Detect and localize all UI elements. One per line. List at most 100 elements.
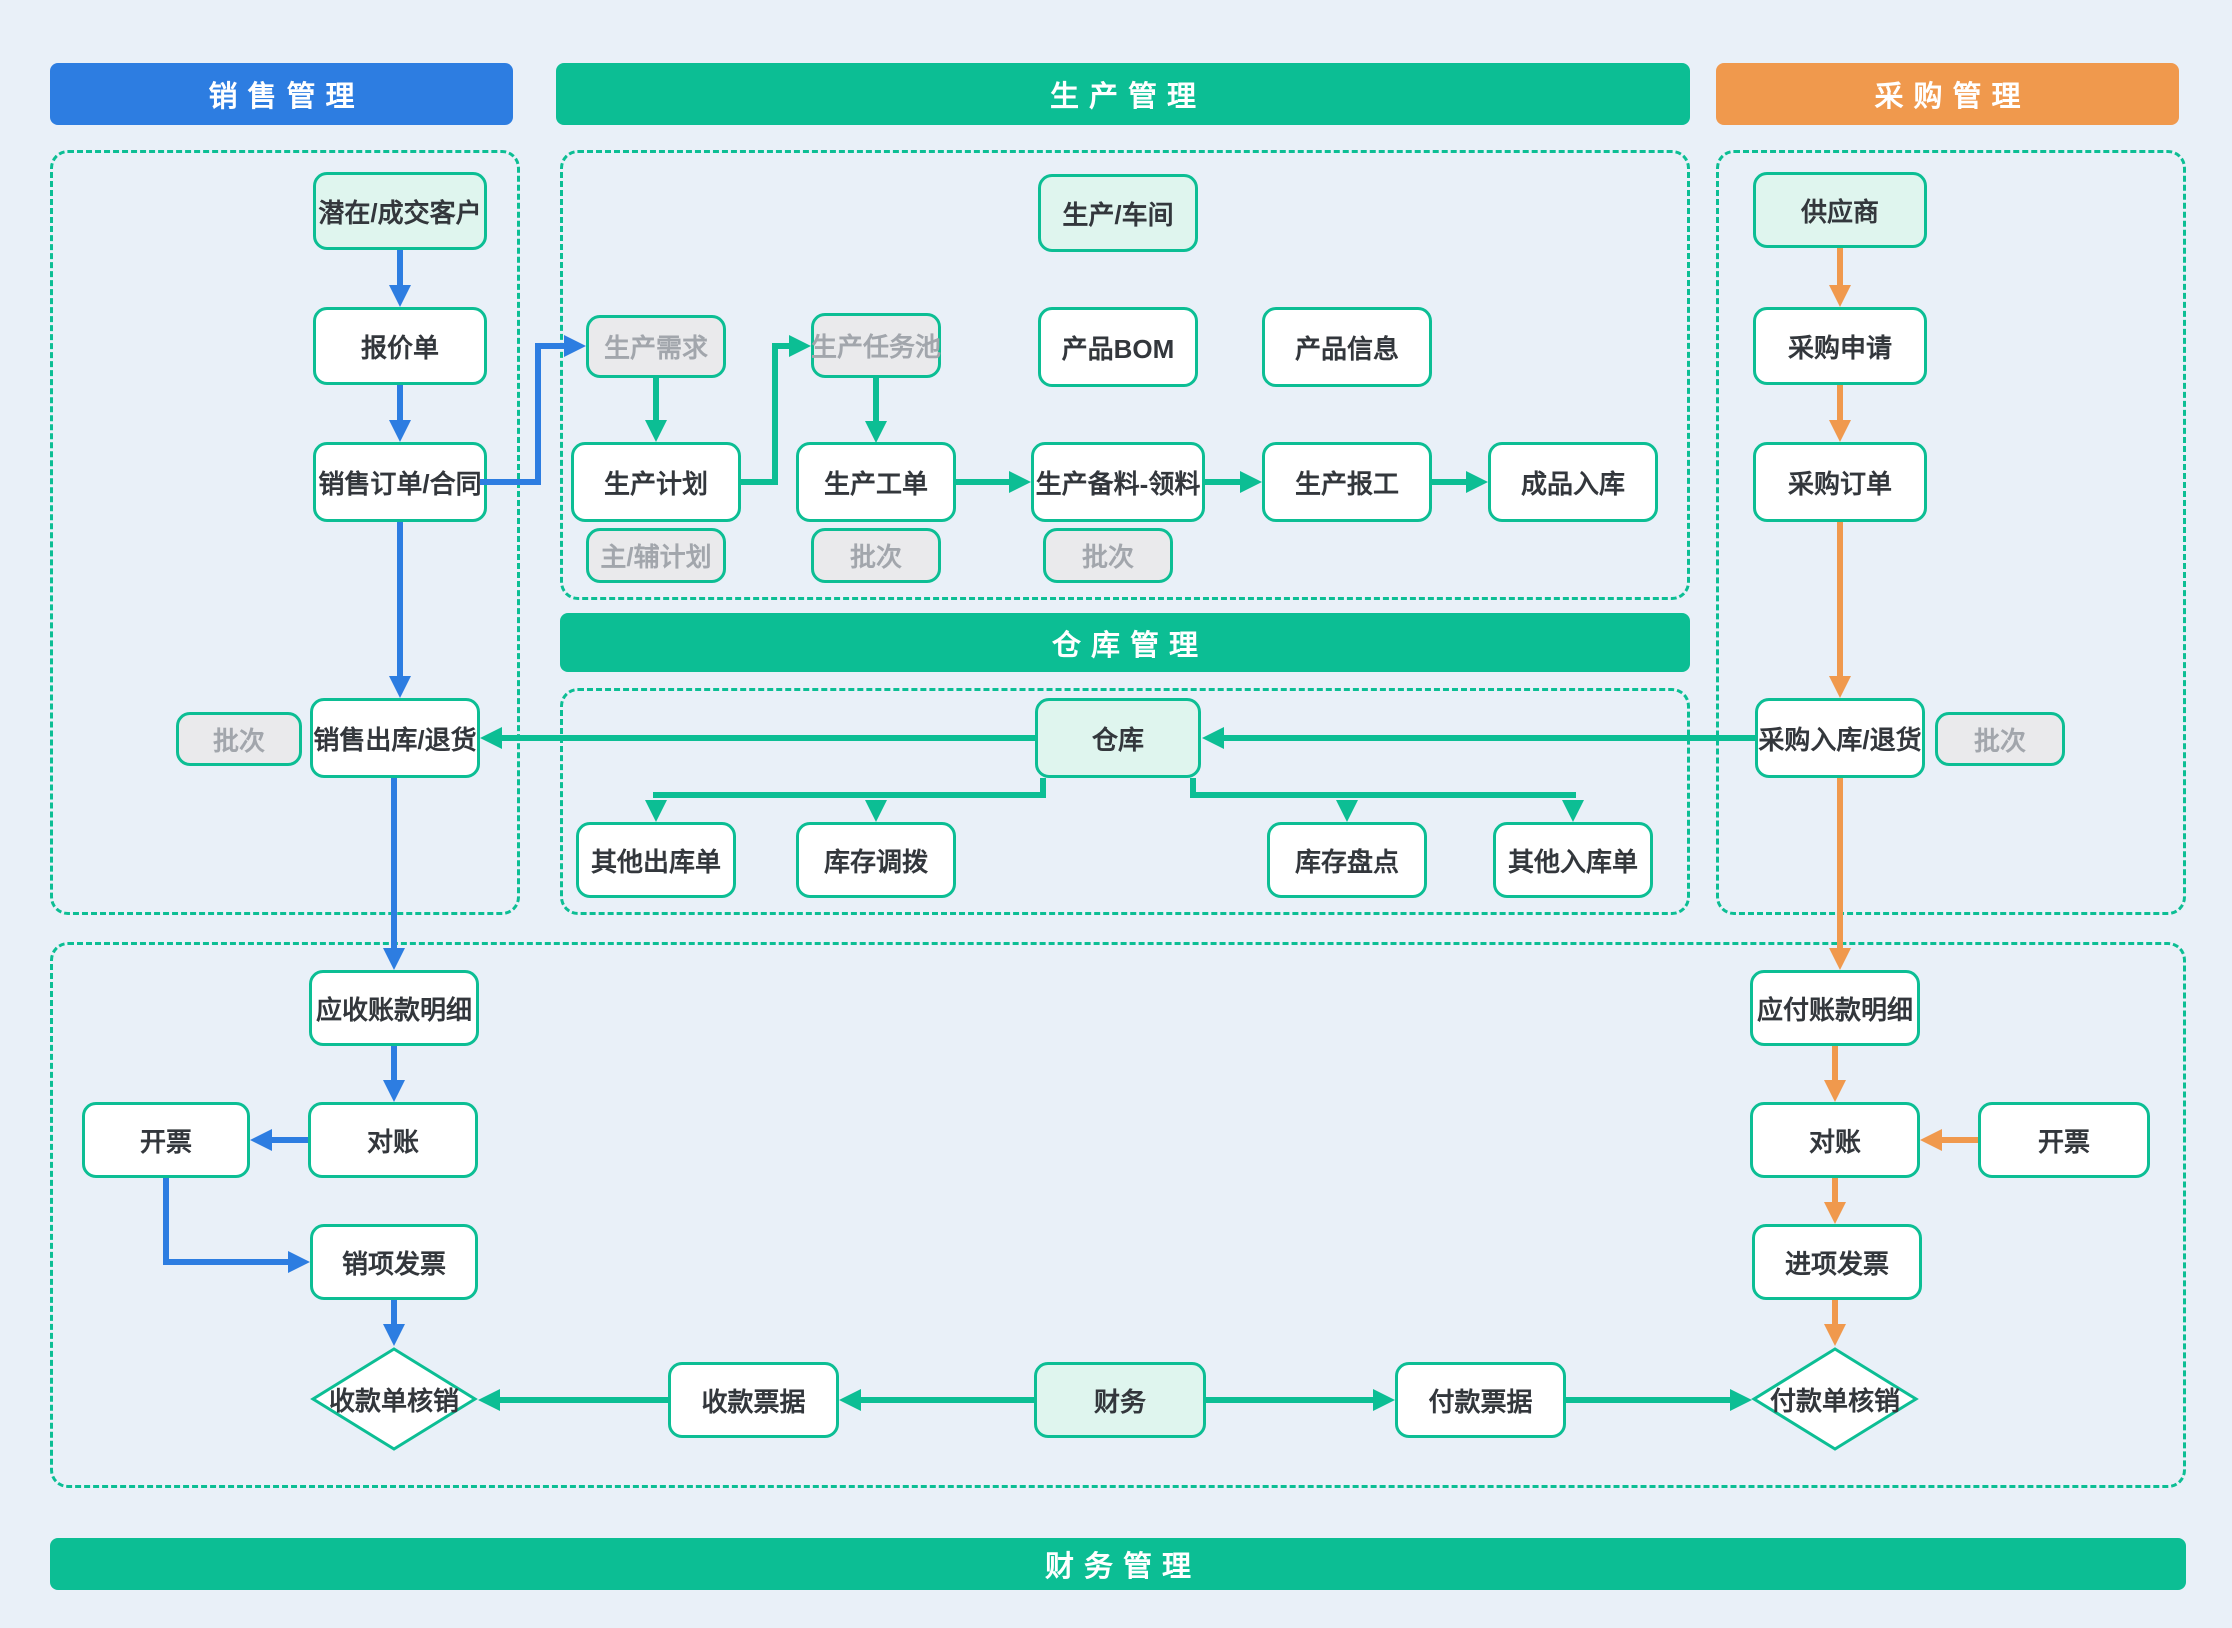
arrow-receiptnote-to-writeoff-line xyxy=(500,1397,668,1403)
purchase-batch-node[interactable]: 批次 xyxy=(1935,712,2065,766)
purchase-request-node[interactable]: 采购申请 xyxy=(1753,307,1927,385)
quotation-node[interactable]: 报价单 xyxy=(313,307,487,385)
arrow-quotation-to-order-line xyxy=(397,385,403,420)
arrow-order-to-demand-head xyxy=(564,335,586,357)
production-picking-node[interactable]: 生产备料-领料 xyxy=(1031,442,1205,522)
warehouse-node[interactable]: 仓库 xyxy=(1035,698,1201,778)
finance-node[interactable]: 财务 xyxy=(1034,1362,1206,1438)
arrow-warehouse-to-salesoutbound-head xyxy=(480,727,502,749)
product-bom-node[interactable]: 产品BOM xyxy=(1038,307,1198,387)
other-outbound-node[interactable]: 其他出库单 xyxy=(576,822,736,898)
arrow-workorder-to-picking-head xyxy=(1009,471,1031,493)
arrow-supplier-to-request-line xyxy=(1837,248,1843,285)
warehouse-tree-left-stem xyxy=(1040,778,1046,798)
arrow-demand-to-plan-head xyxy=(645,420,667,442)
arrow-inbound-to-ap-line xyxy=(1837,778,1843,948)
arrow-finance-to-paymentnote-line xyxy=(1206,1397,1373,1403)
arrow-order-to-outbound-line xyxy=(397,522,403,676)
arrow-warehouse-to-otherinbound-head xyxy=(1562,800,1584,822)
arrow-salesinvoice-to-writeoff-head xyxy=(383,1324,405,1346)
reconcile-ap-node[interactable]: 对账 xyxy=(1750,1102,1920,1178)
warehouse-header-band: 仓库管理 xyxy=(560,613,1690,672)
sales-batch-node[interactable]: 批次 xyxy=(176,712,302,766)
ar-detail-node[interactable]: 应收账款明细 xyxy=(309,970,479,1046)
payment-note-node[interactable]: 付款票据 xyxy=(1395,1362,1566,1438)
arrow-order-to-inbound-line xyxy=(1837,522,1843,676)
arrow-ar-to-reconcile-line xyxy=(391,1046,397,1080)
arrow-paymentnote-to-writeoff-line xyxy=(1566,1397,1730,1403)
arrow-inputinvoice-to-writeoff-head xyxy=(1824,1324,1846,1346)
diamond-shape xyxy=(310,1347,478,1451)
receipt-note-node[interactable]: 收款票据 xyxy=(668,1362,839,1438)
receipt-writeoff-node[interactable]: 收款单核销 xyxy=(309,1346,479,1452)
arrow-plan-to-taskpool-seg3 xyxy=(772,343,789,349)
other-inbound-node[interactable]: 其他入库单 xyxy=(1493,822,1653,898)
finished-inbound-node[interactable]: 成品入库 xyxy=(1488,442,1658,522)
arrow-picking-to-report-line xyxy=(1205,479,1240,485)
ap-detail-node[interactable]: 应付账款明细 xyxy=(1750,970,1920,1046)
sales-container xyxy=(50,150,520,915)
plan-sub-node[interactable]: 主/辅计划 xyxy=(586,528,726,583)
arrow-request-to-order-line xyxy=(1837,385,1843,420)
arrow-report-to-finished-line xyxy=(1432,479,1466,485)
payment-writeoff-node[interactable]: 付款单核销 xyxy=(1750,1346,1920,1452)
finance-container xyxy=(50,942,2186,1488)
warehouse-tree-left-cross xyxy=(653,792,1046,798)
production-demand-node[interactable]: 生产需求 xyxy=(586,315,726,378)
production-container xyxy=(560,150,1690,600)
arrow-supplier-to-request-head xyxy=(1829,285,1851,307)
arrow-purchaseinbound-to-warehouse-head xyxy=(1202,727,1224,749)
arrow-ar-to-reconcile-head xyxy=(383,1080,405,1102)
arrow-plan-to-taskpool-seg1 xyxy=(741,479,778,485)
arrow-ap-to-reconcile-head xyxy=(1824,1080,1846,1102)
procurement-header-band: 采购管理 xyxy=(1716,63,2179,125)
arrow-warehouse-to-count-head xyxy=(1336,800,1358,822)
purchase-inbound-node[interactable]: 采购入库/退货 xyxy=(1755,698,1925,778)
production-task-pool-node[interactable]: 生产任务池 xyxy=(811,313,941,378)
production-workshop-node[interactable]: 生产/车间 xyxy=(1038,174,1198,252)
arrow-reconcile-to-inputinvoice-head xyxy=(1824,1202,1846,1224)
arrow-report-to-finished-head xyxy=(1466,471,1488,493)
arrow-inputinvoice-to-writeoff-line xyxy=(1832,1300,1838,1324)
arrow-salesinvoice-to-writeoff-line xyxy=(391,1300,397,1324)
arrow-reconcile-to-invoice-line xyxy=(272,1137,308,1143)
warehouse-tree-right-cross xyxy=(1190,792,1576,798)
workorder-batch-node[interactable]: 批次 xyxy=(811,528,941,583)
arrow-taskpool-to-workorder-line xyxy=(873,378,879,421)
picking-batch-node[interactable]: 批次 xyxy=(1043,528,1173,583)
arrow-taskpool-to-workorder-head xyxy=(865,421,887,443)
input-invoice-node[interactable]: 进项发票 xyxy=(1752,1224,1922,1300)
production-plan-node[interactable]: 生产计划 xyxy=(571,442,741,522)
arrow-ap-to-reconcile-line xyxy=(1832,1046,1838,1080)
arrow-order-to-demand-seg1 xyxy=(480,479,541,485)
product-info-node[interactable]: 产品信息 xyxy=(1262,307,1432,387)
arrow-order-to-inbound-head xyxy=(1829,676,1851,698)
reconcile-ar-node[interactable]: 对账 xyxy=(308,1102,478,1178)
sales-order-node[interactable]: 销售订单/合同 xyxy=(313,442,487,522)
production-workorder-node[interactable]: 生产工单 xyxy=(796,442,956,522)
supplier-node[interactable]: 供应商 xyxy=(1753,172,1927,248)
arrow-demand-to-plan-line xyxy=(653,378,659,420)
inventory-count-node[interactable]: 库存盘点 xyxy=(1267,822,1427,898)
sales-outbound-node[interactable]: 销售出库/退货 xyxy=(310,698,480,778)
invoice-ap-node[interactable]: 开票 xyxy=(1978,1102,2150,1178)
potential-customer-node[interactable]: 潜在/成交客户 xyxy=(313,172,487,250)
arrow-warehouse-to-otheroutbound-head xyxy=(645,800,667,822)
purchase-order-node[interactable]: 采购订单 xyxy=(1753,442,1927,522)
arrow-purchaseinbound-to-warehouse-line xyxy=(1224,735,1755,741)
procurement-container xyxy=(1716,150,2186,915)
arrow-order-to-outbound-head xyxy=(389,676,411,698)
inventory-transfer-node[interactable]: 库存调拨 xyxy=(796,822,956,898)
arrow-reconcile-to-inputinvoice-line xyxy=(1832,1178,1838,1202)
invoice-ar-node[interactable]: 开票 xyxy=(82,1102,250,1178)
arrow-invoice-to-salesinvoice-seg2 xyxy=(163,1259,288,1265)
arrow-invoice-to-reconcile-line xyxy=(1942,1137,1978,1143)
arrow-order-to-demand-seg2 xyxy=(535,343,541,485)
sales-invoice-node[interactable]: 销项发票 xyxy=(310,1224,478,1300)
arrow-plan-to-taskpool-head xyxy=(789,335,811,357)
production-report-node[interactable]: 生产报工 xyxy=(1262,442,1432,522)
arrow-warehouse-to-transfer-head xyxy=(865,800,887,822)
sales-header-band: 销售管理 xyxy=(50,63,513,125)
arrow-finance-to-receiptnote-line xyxy=(861,1397,1034,1403)
arrow-inbound-to-ap-head xyxy=(1829,948,1851,970)
